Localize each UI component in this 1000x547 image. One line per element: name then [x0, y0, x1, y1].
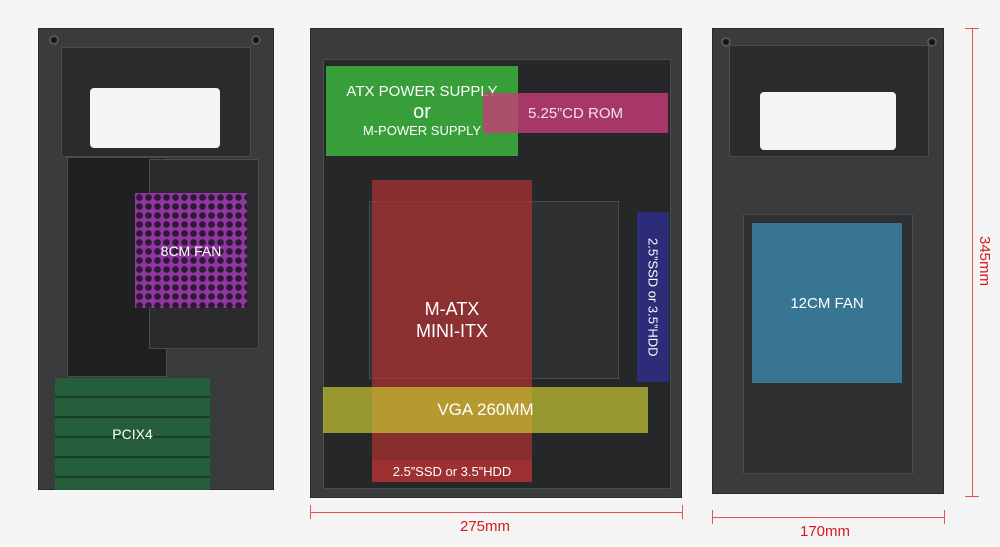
- front-top-opening: [729, 45, 929, 157]
- mb-label-line2: MINI-ITX: [416, 321, 488, 341]
- height-dimension-tick: [965, 496, 979, 497]
- fan-80-label: 8CM FAN: [160, 242, 222, 259]
- pci-slot-lines: [55, 378, 210, 490]
- mb-label-line1: M-ATX: [424, 298, 480, 319]
- depth-dimension-label: 275mm: [460, 518, 511, 535]
- cdrom-zone: 5.25”CD ROM: [483, 93, 668, 133]
- screw-hole: [49, 35, 59, 45]
- width-dimension-tick: [712, 510, 713, 524]
- depth-dimension-tick: [310, 505, 311, 519]
- screw-hole: [927, 37, 937, 47]
- ssd-bottom-zone: 2.5”SSD or 3.5”HDD: [372, 460, 532, 482]
- psu-label-line3: M-POWER SUPPLY: [362, 122, 482, 138]
- pci-label: PCIX4: [112, 426, 153, 442]
- width-dimension-tick: [944, 510, 945, 524]
- ssd-side-label: 2.5”SSD or 3.5”HDD: [645, 237, 661, 357]
- fan-80-zone: 8CM FAN: [135, 193, 247, 308]
- screw-hole: [721, 37, 731, 47]
- cdrom-label: 5.25”CD ROM: [527, 104, 624, 122]
- vga-zone: VGA 260MM: [323, 387, 648, 433]
- depth-dimension-tick: [682, 505, 683, 519]
- ssd-side-zone: 2.5”SSD or 3.5”HDD: [637, 212, 669, 382]
- vga-label: VGA 260MM: [437, 400, 534, 419]
- depth-dimension-line: [310, 512, 682, 513]
- height-dimension-line: [972, 28, 973, 496]
- pci-slots-zone: PCIX4: [55, 378, 210, 490]
- psu-label-line1: ATX POWER SUPPLY: [346, 83, 498, 101]
- rear-top-opening: [61, 47, 251, 157]
- width-dimension-line: [712, 517, 944, 518]
- fan-120-label: 12CM FAN: [790, 294, 864, 312]
- height-dimension-label: 345mm: [976, 236, 993, 287]
- psu-label-line2: or: [413, 100, 431, 123]
- ssd-bottom-label: 2.5”SSD or 3.5”HDD: [392, 463, 512, 479]
- width-dimension-label: 170mm: [800, 523, 851, 540]
- screw-hole: [251, 35, 261, 45]
- height-dimension-tick: [965, 28, 979, 29]
- fan-120-zone: 12CM FAN: [752, 223, 902, 383]
